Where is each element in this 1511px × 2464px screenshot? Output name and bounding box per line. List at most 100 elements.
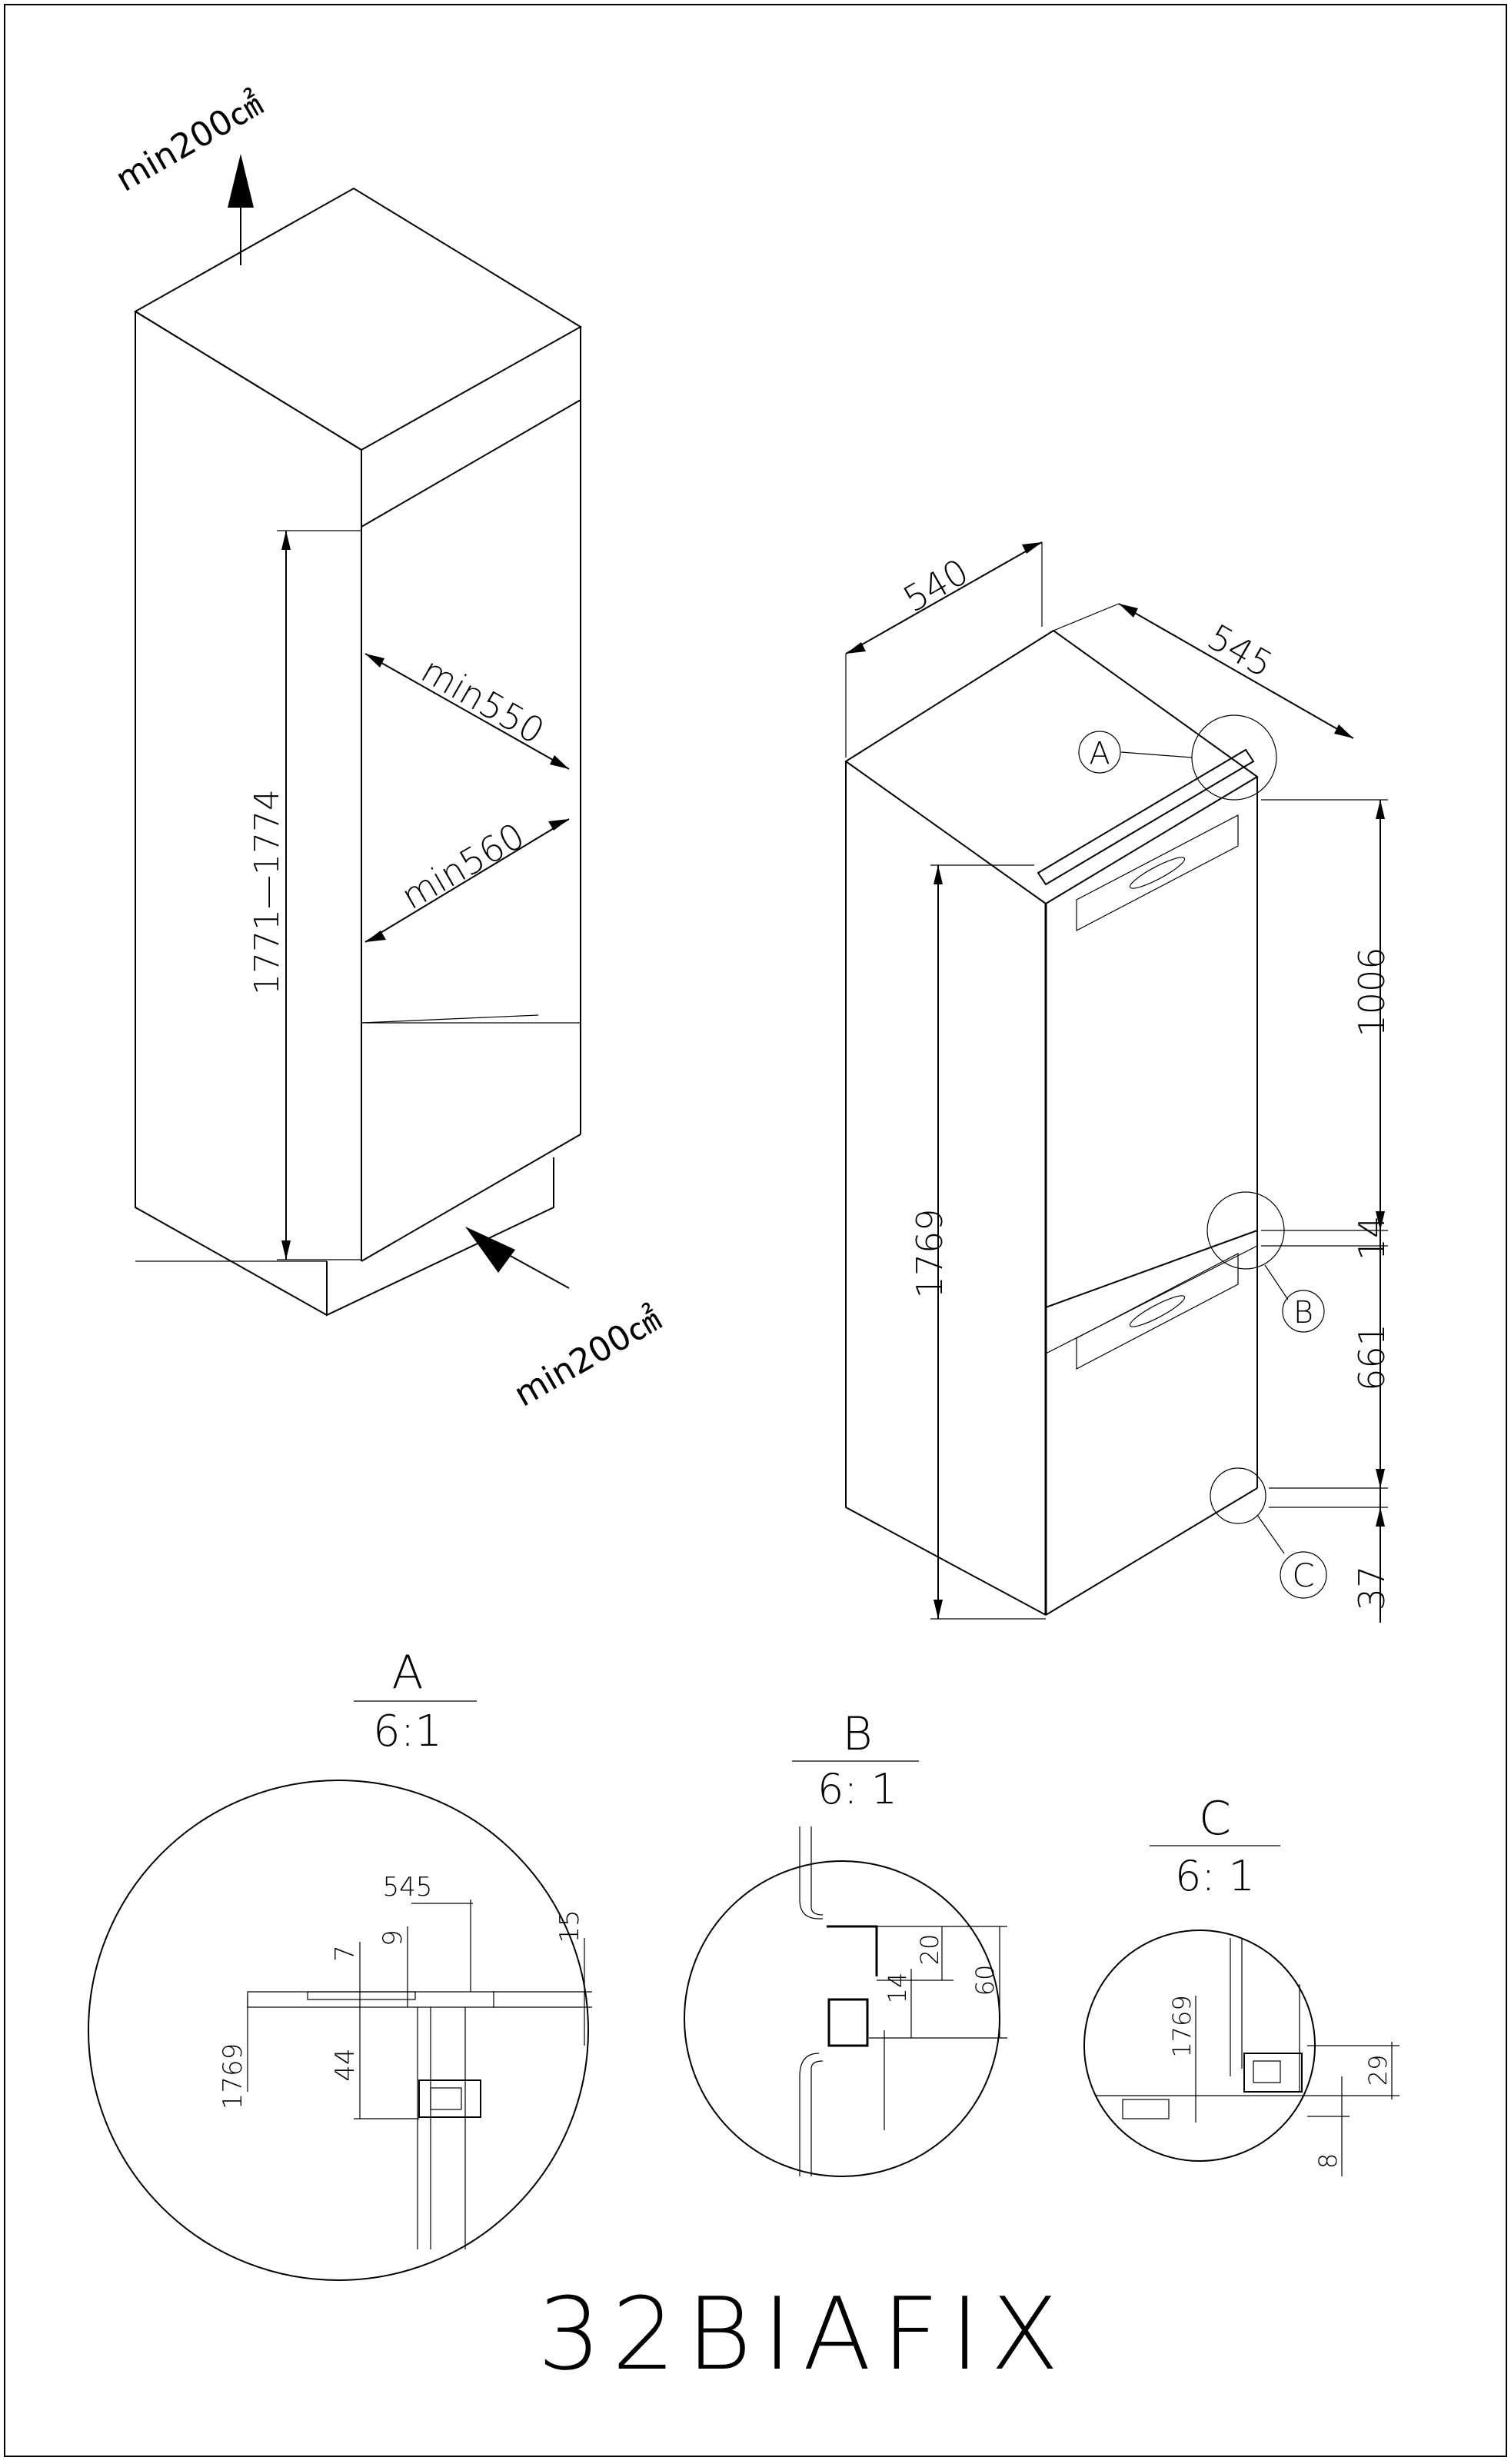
dim-661-arrow-bottom [1376, 1469, 1385, 1488]
cabinet-opening-bottom [361, 1134, 581, 1262]
detail-a-hinge-inner [430, 2087, 462, 2110]
cabinet-top-slab [134, 187, 582, 451]
cabinet-depth-arrow-b [550, 755, 569, 769]
cabinet-panel-top-edge [135, 311, 362, 451]
detail-c: C 6: 1 1769 29 8 [1083, 1792, 1400, 2176]
detail-a-dim-7-label: 7 [330, 1945, 361, 1962]
cabinet-depth-arrow-a [365, 654, 384, 668]
callout-b-bubble [1282, 1290, 1325, 1333]
detail-a-scale: 6:1 [373, 1706, 442, 1756]
cabinet-inner-floor [361, 1014, 539, 1024]
detail-a-rail-inset [307, 1991, 416, 2000]
detail-b-lower-door-inner [810, 2060, 824, 2176]
cabinet-height-label: 1771—1774 [248, 789, 287, 995]
detail-a-dim-9-label: 9 [378, 1930, 408, 1946]
appliance-door-split-upper [1045, 1230, 1258, 1308]
callout-c-bubble [1280, 1551, 1327, 1599]
callout-a-bubble [1078, 731, 1121, 774]
appliance-drawing: 540 545 1769 1006 14 661 37 A [844, 541, 1393, 1623]
dim-1006-label: 1006 [1351, 947, 1393, 1037]
detail-b-label: B [842, 1707, 872, 1761]
detail-c-foot [1122, 2099, 1170, 2119]
detail-c-dim-1769-label: 1769 [1167, 1995, 1196, 2057]
detail-b-lower-door-profile [799, 2053, 820, 2176]
detail-c-dim-8-label: 8 [1313, 2153, 1343, 2169]
callout-c-label: C [1292, 1557, 1314, 1594]
detail-a-label: A [391, 1646, 423, 1700]
cabinet-plinth [326, 1157, 554, 1317]
detail-b-dim-14-label: 14 [883, 1973, 912, 2004]
detail-c-hinge-inner [1253, 2060, 1281, 2083]
detail-a-dim-545-label: 545 [383, 1872, 433, 1903]
detail-a-hinge-block [418, 2079, 481, 2118]
cabinet-drawing: min200㎠ min200㎠ 1771—1774 min550 min560 [109, 85, 667, 1415]
detail-a-dim-15-label: 15 [554, 1910, 585, 1943]
callout-a-label: A [1089, 736, 1110, 771]
dim-1769-arrow-top [934, 865, 943, 884]
detail-a-circle [88, 1780, 589, 2281]
detail-b-dim-20-label: 20 [915, 1934, 944, 1966]
dim-37-arrow-top [1376, 1507, 1385, 1527]
dim-540-arrow-a [846, 642, 866, 654]
model-name: 32BIAFIX [538, 2276, 1070, 2392]
detail-c-hinge-block [1243, 2053, 1303, 2093]
dim-540-label: 540 [896, 551, 975, 621]
cabinet-depth-dim-line [364, 653, 570, 770]
detail-b-circle [684, 1860, 1000, 2177]
cabinet-top-lower-edge [361, 399, 581, 528]
callout-c-leader [1256, 1514, 1285, 1554]
dim-1006-arrow-bottom [1376, 1211, 1385, 1230]
callout-b-circle [1206, 1191, 1285, 1270]
appliance-lower-bracket [1076, 1253, 1239, 1370]
cabinet-width-arrow-a [365, 931, 386, 942]
vent-bottom-arrow-head [465, 1227, 515, 1273]
detail-b-lower-bracket [827, 1998, 869, 2047]
appliance-lower-bracket-slot [1129, 1295, 1186, 1327]
detail-b-scale: 6: 1 [817, 1765, 897, 1813]
dim-1769-label: 1769 [909, 1208, 950, 1298]
detail-c-scale: 6: 1 [1175, 1852, 1255, 1900]
dim-1769-arrow-bottom [934, 1600, 943, 1619]
detail-b: B 6: 1 20 14 60 [684, 1707, 1007, 2177]
callout-b-leader [1264, 1264, 1289, 1300]
cabinet-height-arrow-top [281, 531, 291, 550]
dim-545-arrow-b [1334, 724, 1353, 738]
dim-1006-arrow-top [1376, 800, 1385, 819]
dim-545-label: 545 [1200, 616, 1280, 686]
appliance-upper-bracket [1076, 814, 1239, 931]
cabinet-width-dim-line [364, 818, 570, 943]
dim-545-line [1118, 603, 1354, 739]
appliance-bottom-edge [1045, 1487, 1258, 1616]
callout-a-leader [1120, 751, 1193, 758]
dim-37-label: 37 [1351, 1566, 1393, 1611]
dim-14-label: 14 [1351, 1216, 1393, 1261]
detail-a-dim-1769-label: 1769 [218, 2043, 248, 2110]
appliance-top-rail [1037, 748, 1255, 886]
detail-a: A 6:1 545 9 7 15 1769 44 [88, 1646, 592, 2281]
detail-b-upper-door-inner [810, 1826, 824, 1916]
cabinet-width-arrow-b [548, 819, 569, 831]
dim-540-arrow-b [1022, 542, 1042, 554]
dim-545-ext-a [1053, 603, 1120, 631]
detail-b-upper-bracket [827, 1925, 878, 1976]
dim-661-label: 661 [1351, 1324, 1393, 1391]
cabinet-width-label: min560 [394, 814, 531, 917]
sheet-border [4, 4, 1507, 2457]
detail-c-circle [1083, 1930, 1316, 2162]
cabinet-depth-label: min550 [414, 649, 551, 752]
cabinet-left-panel [135, 311, 328, 1316]
dim-545-arrow-a [1119, 604, 1138, 618]
detail-b-dim-60-label: 60 [970, 1965, 1000, 1996]
cabinet-height-arrow-bottom [281, 1240, 291, 1260]
callout-b-label: B [1293, 1295, 1313, 1330]
callout-c-circle [1210, 1467, 1266, 1524]
vent-bottom-label: min200㎠ [508, 1300, 667, 1415]
detail-a-dim-44-label: 44 [330, 2048, 361, 2081]
vent-top-arrow-head [228, 154, 254, 208]
appliance-left-side [845, 761, 1047, 1616]
detail-c-dim-29-label: 29 [1363, 2055, 1393, 2086]
appliance-top [844, 629, 1259, 905]
dim-540-line [845, 541, 1043, 654]
